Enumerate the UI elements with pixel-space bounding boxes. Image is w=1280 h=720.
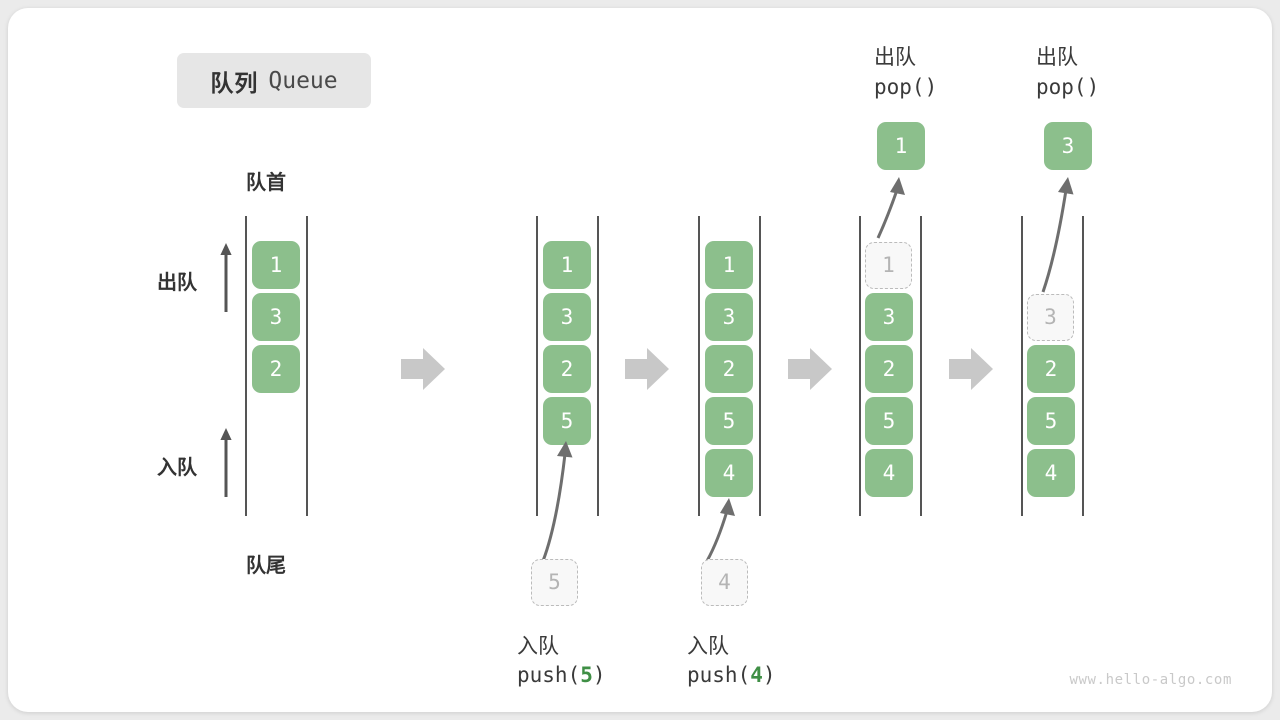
queue-rail-right-3 — [759, 216, 761, 516]
push-arrow-5-icon — [541, 441, 573, 562]
queue-rail-left-3 — [698, 216, 700, 516]
diagram-card: 队列 Queue 队首 队尾 1 3 2 出队 入队 1 3 2 5 5 入队 … — [8, 8, 1272, 712]
queue-item: 2 — [543, 345, 591, 393]
caption-cn-pop1: 出队 — [874, 46, 916, 69]
popped-ghost-box: 1 — [865, 242, 912, 289]
caption-code-push4: push(4) — [687, 663, 776, 687]
push-ghost-box: 5 — [531, 559, 578, 606]
queue-item: 4 — [1027, 449, 1075, 497]
queue-item: 1 — [252, 241, 300, 289]
queue-item: 2 — [705, 345, 753, 393]
step-arrow-icon — [401, 348, 445, 390]
push-arrow-4-icon — [705, 498, 735, 562]
dequeue-arrow-icon — [220, 243, 232, 312]
caption-code-push5: push(5) — [517, 663, 606, 687]
queue-item: 1 — [705, 241, 753, 289]
queue-item: 3 — [252, 293, 300, 341]
queue-rail-left-4 — [859, 216, 861, 516]
queue-item: 1 — [543, 241, 591, 289]
title-chip: 队列 Queue — [177, 53, 371, 108]
caption-code-pop1: pop() — [874, 75, 938, 99]
queue-item: 5 — [865, 397, 913, 445]
caption-code-pop3: pop() — [1036, 75, 1100, 99]
step-arrow-icon — [949, 348, 993, 390]
label-front: 队首 — [246, 172, 286, 194]
step-arrow-icon — [788, 348, 832, 390]
queue-rail-right-1 — [306, 216, 308, 516]
pop-arrow-1-icon — [876, 177, 905, 239]
queue-item: 2 — [252, 345, 300, 393]
queue-rail-right-5 — [1082, 216, 1084, 516]
queue-item: 3 — [543, 293, 591, 341]
queue-item: 2 — [1027, 345, 1075, 393]
label-dequeue: 出队 — [157, 272, 197, 294]
queue-item: 3 — [865, 293, 913, 341]
popped-ghost-box: 3 — [1027, 294, 1074, 341]
queue-item: 2 — [865, 345, 913, 393]
queue-item: 4 — [865, 449, 913, 497]
label-rear: 队尾 — [246, 555, 286, 577]
caption-cn-pop3: 出队 — [1036, 46, 1078, 69]
queue-rail-right-4 — [920, 216, 922, 516]
title-en: Queue — [268, 67, 338, 94]
queue-rail-left-1 — [245, 216, 247, 516]
queue-rail-left-5 — [1021, 216, 1023, 516]
popped-box: 3 — [1044, 122, 1092, 170]
queue-item: 5 — [705, 397, 753, 445]
queue-rail-right-2 — [597, 216, 599, 516]
watermark: www.hello-algo.com — [1069, 672, 1232, 688]
pop-arrow-3-icon — [1041, 177, 1074, 293]
enqueue-arrow-icon — [220, 428, 232, 497]
caption-cn-push5: 入队 — [517, 635, 559, 658]
label-enqueue: 入队 — [157, 457, 197, 479]
popped-box: 1 — [877, 122, 925, 170]
queue-item-new: 4 — [705, 449, 753, 497]
caption-cn-push4: 入队 — [687, 635, 729, 658]
step-arrow-icon — [625, 348, 669, 390]
title-cn: 队列 — [210, 69, 259, 96]
queue-rail-left-2 — [536, 216, 538, 516]
queue-item: 5 — [1027, 397, 1075, 445]
queue-item: 3 — [705, 293, 753, 341]
queue-item-new: 5 — [543, 397, 591, 445]
push-ghost-box: 4 — [701, 559, 748, 606]
